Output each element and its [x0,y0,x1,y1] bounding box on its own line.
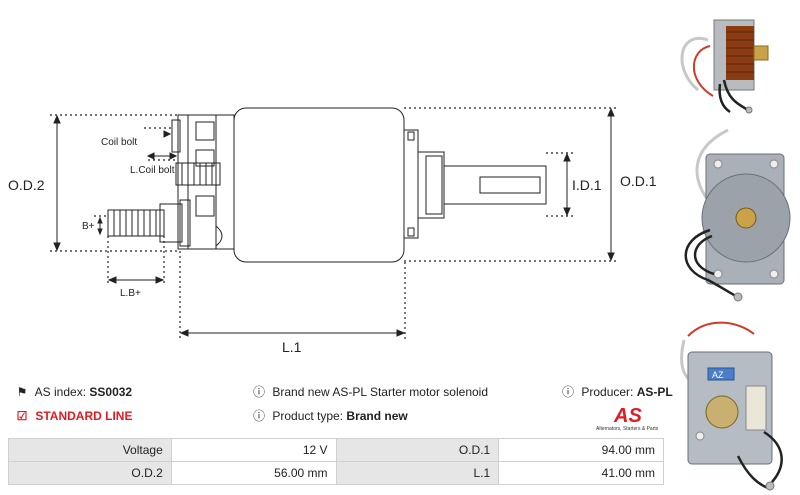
spec-value: 56.00 mm [170,461,337,485]
product-photo-back[interactable]: AZ [668,316,796,494]
spec-value: 94.00 mm [498,438,664,462]
b-plus-label: B+ [82,221,95,232]
coil-bolt [171,119,181,153]
od2-label: O.D.2 [8,177,45,193]
producer-value: AS-PL [636,385,673,399]
photo-sticker-label: AZ [712,370,724,380]
spec-label: Voltage [8,438,172,462]
id1-label: I.D.1 [572,177,602,193]
coil-bolt-label: Coil bolt [101,137,137,148]
description-row: ⓘ Brand new AS-PL Starter motor solenoid [253,385,488,399]
l-b-plus-label: L.B+ [120,288,141,299]
od1-label: O.D.1 [620,173,657,189]
standard-line-row: ☑ STANDARD LINE [16,409,133,423]
spec-value: 41.00 mm [498,461,664,485]
tag-icon: ⚑ [16,385,28,399]
as-index-value: SS0032 [89,385,133,399]
as-pl-logo[interactable]: AS Alternators, Starters & Parts [594,403,664,433]
checkbox-icon: ☑ [16,409,28,423]
info-icon: ⓘ [562,385,575,399]
plunger [443,165,547,205]
spec-value: 12 V [170,438,337,462]
specs-table: Voltage 12 V O.D.1 94.00 mm O.D.2 56.00 … [8,438,664,485]
product-photo-front[interactable] [668,120,796,310]
standard-line-label: STANDARD LINE [35,409,133,423]
coil-bolt-thread [175,162,221,186]
table-row: Voltage 12 V O.D.1 94.00 mm [8,438,664,462]
product-type-row: ⓘ Product type: Brand new [253,409,408,423]
product-photo-side[interactable] [668,0,796,118]
info-icon: ⓘ [253,385,266,399]
solenoid-technical-drawing: O.D.2 O.D.1 I.D.1 L.1 Coil bolt L.Coil b… [8,107,657,355]
as-index-label: AS index: [34,385,87,399]
logo-mark: AS [613,405,642,427]
description-text: Brand new AS-PL Starter motor solenoid [272,385,489,399]
l1-label: L.1 [282,339,302,355]
b-plus-terminal [107,209,165,237]
spec-label: O.D.2 [8,461,172,485]
table-row: O.D.2 56.00 mm L.1 41.00 mm [8,461,664,485]
info-icon: ⓘ [253,409,266,423]
solenoid-main-body [233,107,405,263]
logo-tagline: Alternators, Starters & Parts [596,426,659,432]
as-index-row: ⚑ AS index: SS0032 [16,385,132,399]
producer-row: ⓘ Producer: AS-PL [562,385,673,399]
producer-label: Producer: [581,385,634,399]
spec-label: O.D.1 [335,438,500,462]
product-type-label: Product type: [272,409,344,423]
product-type-value: Brand new [346,409,408,423]
l-coil-bolt-label: L.Coil bolt [130,165,175,176]
spec-label: L.1 [335,461,500,485]
